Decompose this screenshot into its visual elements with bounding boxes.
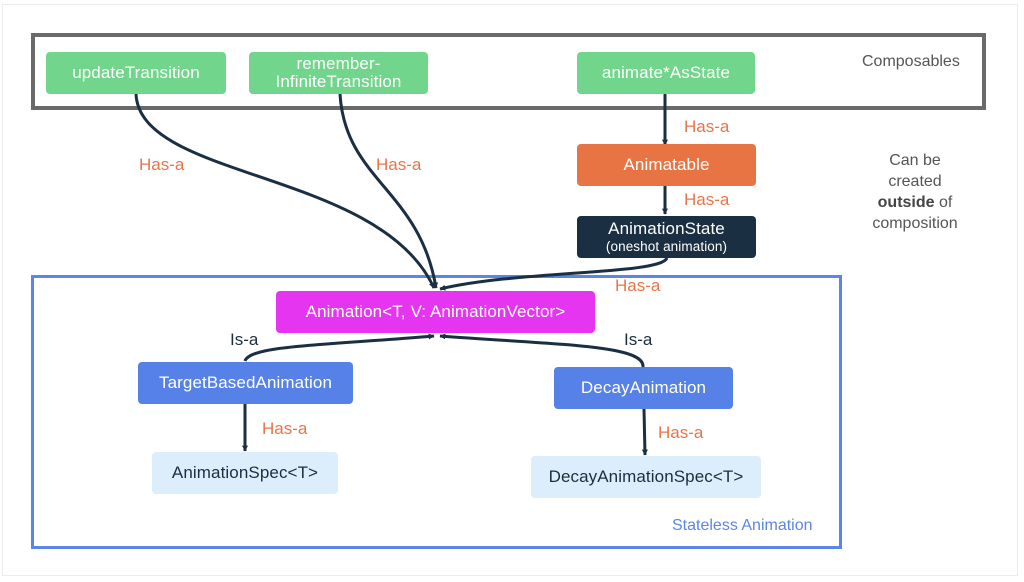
- note-line3: outside of: [860, 192, 970, 213]
- node-animation-spec[interactable]: AnimationSpec<T>: [152, 452, 338, 494]
- node-animatable-label: Animatable: [623, 155, 710, 175]
- edge-label-decay-spec: Has-a: [658, 423, 704, 442]
- node-decay-animation-spec[interactable]: DecayAnimationSpec<T>: [531, 456, 761, 498]
- composables-group: [31, 33, 986, 110]
- node-decay-animation[interactable]: DecayAnimation: [554, 367, 733, 409]
- edge-label-animation-state: Has-a: [615, 276, 661, 295]
- node-animation-state[interactable]: AnimationState (oneshot animation): [577, 216, 756, 258]
- node-animation[interactable]: Animation<T, V: AnimationVector>: [276, 291, 595, 333]
- note-line4: composition: [872, 215, 958, 232]
- node-remember-infinite-transition-line2: InfiniteTransition: [275, 72, 402, 91]
- node-remember-infinite-transition[interactable]: remember- InfiniteTransition: [249, 52, 428, 94]
- node-animation-state-sublabel: (oneshot animation): [605, 238, 728, 254]
- outside-composition-note: Can be created outside of composition: [860, 150, 970, 234]
- node-update-transition[interactable]: updateTransition: [46, 52, 226, 94]
- node-decay-animation-label: DecayAnimation: [580, 378, 707, 398]
- node-decay-animation-spec-label: DecayAnimationSpec<T>: [548, 467, 744, 487]
- node-update-transition-label: updateTransition: [72, 63, 200, 83]
- edge-label-target-based-is-a: Is-a: [230, 330, 259, 349]
- edge-label-update-transition: Has-a: [139, 155, 185, 174]
- edge-label-decay-is-a: Is-a: [624, 330, 653, 349]
- composables-group-title: Composables: [862, 53, 960, 70]
- node-animate-as-state[interactable]: animate*AsState: [577, 52, 755, 94]
- node-target-based-animation-label: TargetBasedAnimation: [158, 373, 333, 393]
- note-line3-rest: of: [934, 194, 953, 211]
- node-animation-label: Animation<T, V: AnimationVector>: [305, 302, 566, 322]
- note-bold: outside: [877, 194, 935, 211]
- node-remember-infinite-transition-line1: remember-: [296, 54, 381, 74]
- stateless-animation-group-title: Stateless Animation: [672, 517, 813, 534]
- edge-label-animate-as-state: Has-a: [684, 117, 730, 136]
- note-line2: created: [888, 173, 942, 190]
- node-animation-state-label: AnimationState: [608, 218, 725, 238]
- node-animatable[interactable]: Animatable: [577, 144, 756, 186]
- node-target-based-animation[interactable]: TargetBasedAnimation: [138, 362, 353, 404]
- node-animation-spec-label: AnimationSpec<T>: [171, 463, 319, 483]
- edge-label-remember-infinite: Has-a: [376, 155, 422, 174]
- edge-label-animatable: Has-a: [684, 190, 730, 209]
- edge-label-target-based-spec: Has-a: [262, 419, 308, 438]
- note-line1: Can be: [889, 152, 941, 169]
- node-animate-as-state-label: animate*AsState: [601, 63, 731, 83]
